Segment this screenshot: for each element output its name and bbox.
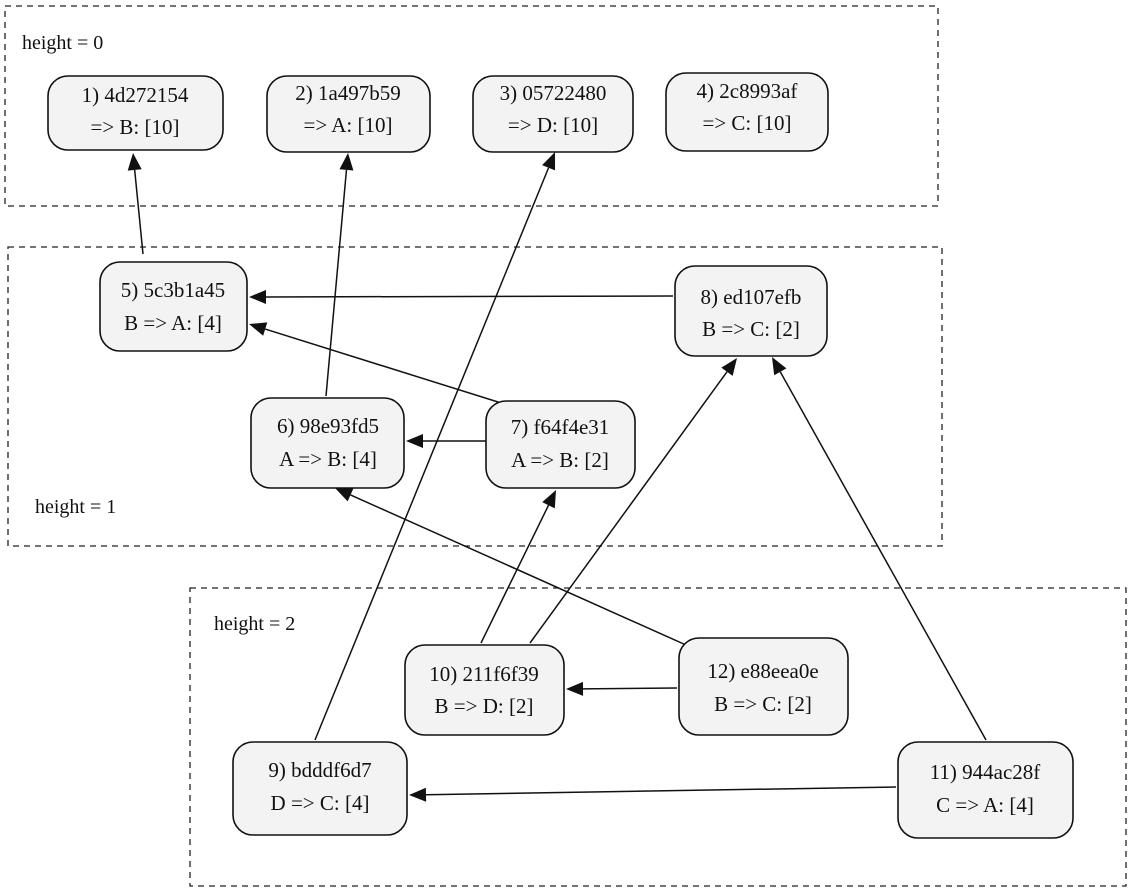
edge-line (425, 786, 897, 796)
edge-line (265, 295, 674, 298)
node-2-box (266, 75, 431, 153)
arrowhead-icon (566, 681, 584, 696)
node-9-tx: D => C: [4] (271, 791, 370, 815)
edge-n12-to-n10 (566, 681, 678, 696)
edge-line (350, 494, 687, 646)
node-11-tx: C => A: [4] (936, 793, 1034, 817)
node-11-box (897, 741, 1074, 839)
edge-line (133, 169, 144, 255)
node-8: 8) ed107efb B => C: [2] (674, 265, 828, 357)
node-1-tx: => B: [10] (90, 115, 179, 139)
node-2: 2) 1a497b59 => A: [10] (266, 75, 431, 153)
group-height-1: height = 1 (7, 246, 943, 547)
node-10-id: 10) 211f6f39 (429, 662, 538, 686)
edge-line (264, 328, 515, 408)
group-height-0: height = 0 (4, 5, 939, 207)
edges-layer (127, 152, 987, 802)
node-4-box (665, 72, 829, 152)
node-6: 6) 98e93fd5 A => B: [4] (250, 397, 405, 489)
node-10: 10) 211f6f39 B => D: [2] (404, 644, 565, 736)
node-12-id: 12) e88eea0e (707, 659, 818, 683)
edge-line (325, 169, 348, 397)
node-7-id: 7) f64f4e31 (511, 415, 610, 439)
node-1-box (47, 75, 224, 151)
edge-n7-to-n6 (406, 434, 486, 448)
node-8-tx: B => C: [2] (702, 317, 800, 341)
node-2-id: 2) 1a497b59 (295, 81, 401, 105)
edge-line (582, 687, 678, 690)
node-3-id: 3) 05722480 (500, 81, 607, 105)
group-box-height-2 (189, 587, 1127, 887)
node-6-tx: A => B: [4] (279, 447, 377, 471)
node-11: 11) 944ac28f C => A: [4] (897, 741, 1074, 839)
arrowhead-icon (335, 488, 354, 502)
edge-n6-to-n2 (325, 153, 354, 397)
group-height-2: height = 2 (189, 587, 1127, 887)
edge-n10-to-n7 (480, 490, 556, 644)
edge-n10-to-n8 (529, 358, 737, 644)
node-4: 4) 2c8993af => C: [10] (665, 72, 829, 152)
node-10-tx: B => D: [2] (435, 694, 534, 718)
arrowhead-icon (249, 289, 267, 304)
group-label-height-0: height = 0 (22, 32, 103, 54)
node-7-box (485, 400, 636, 489)
node-1: 1) 4d272154 => B: [10] (47, 75, 224, 151)
node-5-tx: B => A: [4] (124, 311, 222, 335)
edge-n5-to-n1 (127, 153, 144, 255)
edge-n12-to-n6 (335, 488, 687, 646)
node-5: 5) 5c3b1a45 B => A: [4] (99, 261, 248, 352)
edge-n7-to-n5 (249, 322, 515, 408)
node-7-tx: A => B: [2] (511, 448, 609, 472)
edge-line (314, 167, 550, 741)
arrowhead-icon (542, 152, 556, 171)
arrowhead-icon (406, 434, 423, 448)
node-3: 3) 05722480 => D: [10] (472, 75, 634, 153)
node-2-tx: => A: [10] (303, 113, 392, 137)
node-5-id: 5) 5c3b1a45 (121, 278, 225, 302)
arrowhead-icon (249, 322, 268, 336)
edge-n11-to-n8 (772, 357, 987, 741)
edge-line (529, 371, 728, 644)
node-11-id: 11) 944ac28f (930, 760, 1041, 784)
node-9-id: 9) bdddf6d7 (268, 758, 371, 782)
edge-line (779, 371, 987, 741)
arrowhead-icon (772, 357, 787, 376)
node-8-id: 8) ed107efb (701, 285, 802, 309)
node-5-box (99, 261, 248, 352)
node-3-box (472, 75, 634, 153)
node-12-tx: B => C: [2] (714, 692, 812, 716)
group-label-height-1: height = 1 (35, 496, 116, 518)
arrowhead-icon (721, 358, 737, 376)
edge-n8-to-n5 (249, 289, 674, 304)
edge-n9-to-n3 (314, 152, 556, 741)
node-7: 7) f64f4e31 A => B: [2] (485, 400, 636, 489)
node-12-box (678, 637, 849, 736)
node-9-box (232, 741, 408, 836)
edge-n11-to-n9 (409, 786, 897, 802)
node-9: 9) bdddf6d7 D => C: [4] (232, 741, 408, 836)
arrowhead-icon (339, 153, 354, 171)
node-10-box (404, 644, 565, 736)
group-box-height-0 (4, 5, 939, 207)
arrowhead-icon (409, 787, 427, 802)
node-4-tx: => C: [10] (702, 111, 791, 135)
node-12: 12) e88eea0e B => C: [2] (678, 637, 849, 736)
node-1-id: 1) 4d272154 (82, 83, 189, 107)
group-label-height-2: height = 2 (214, 613, 295, 635)
node-8-box (674, 265, 828, 357)
node-6-box (250, 397, 405, 489)
node-3-tx: => D: [10] (508, 113, 598, 137)
arrowhead-icon (542, 490, 556, 509)
node-6-id: 6) 98e93fd5 (277, 414, 379, 438)
group-box-height-1 (7, 246, 943, 547)
arrowhead-icon (127, 153, 142, 171)
edge-line (480, 504, 550, 644)
node-4-id: 4) 2c8993af (697, 79, 798, 103)
